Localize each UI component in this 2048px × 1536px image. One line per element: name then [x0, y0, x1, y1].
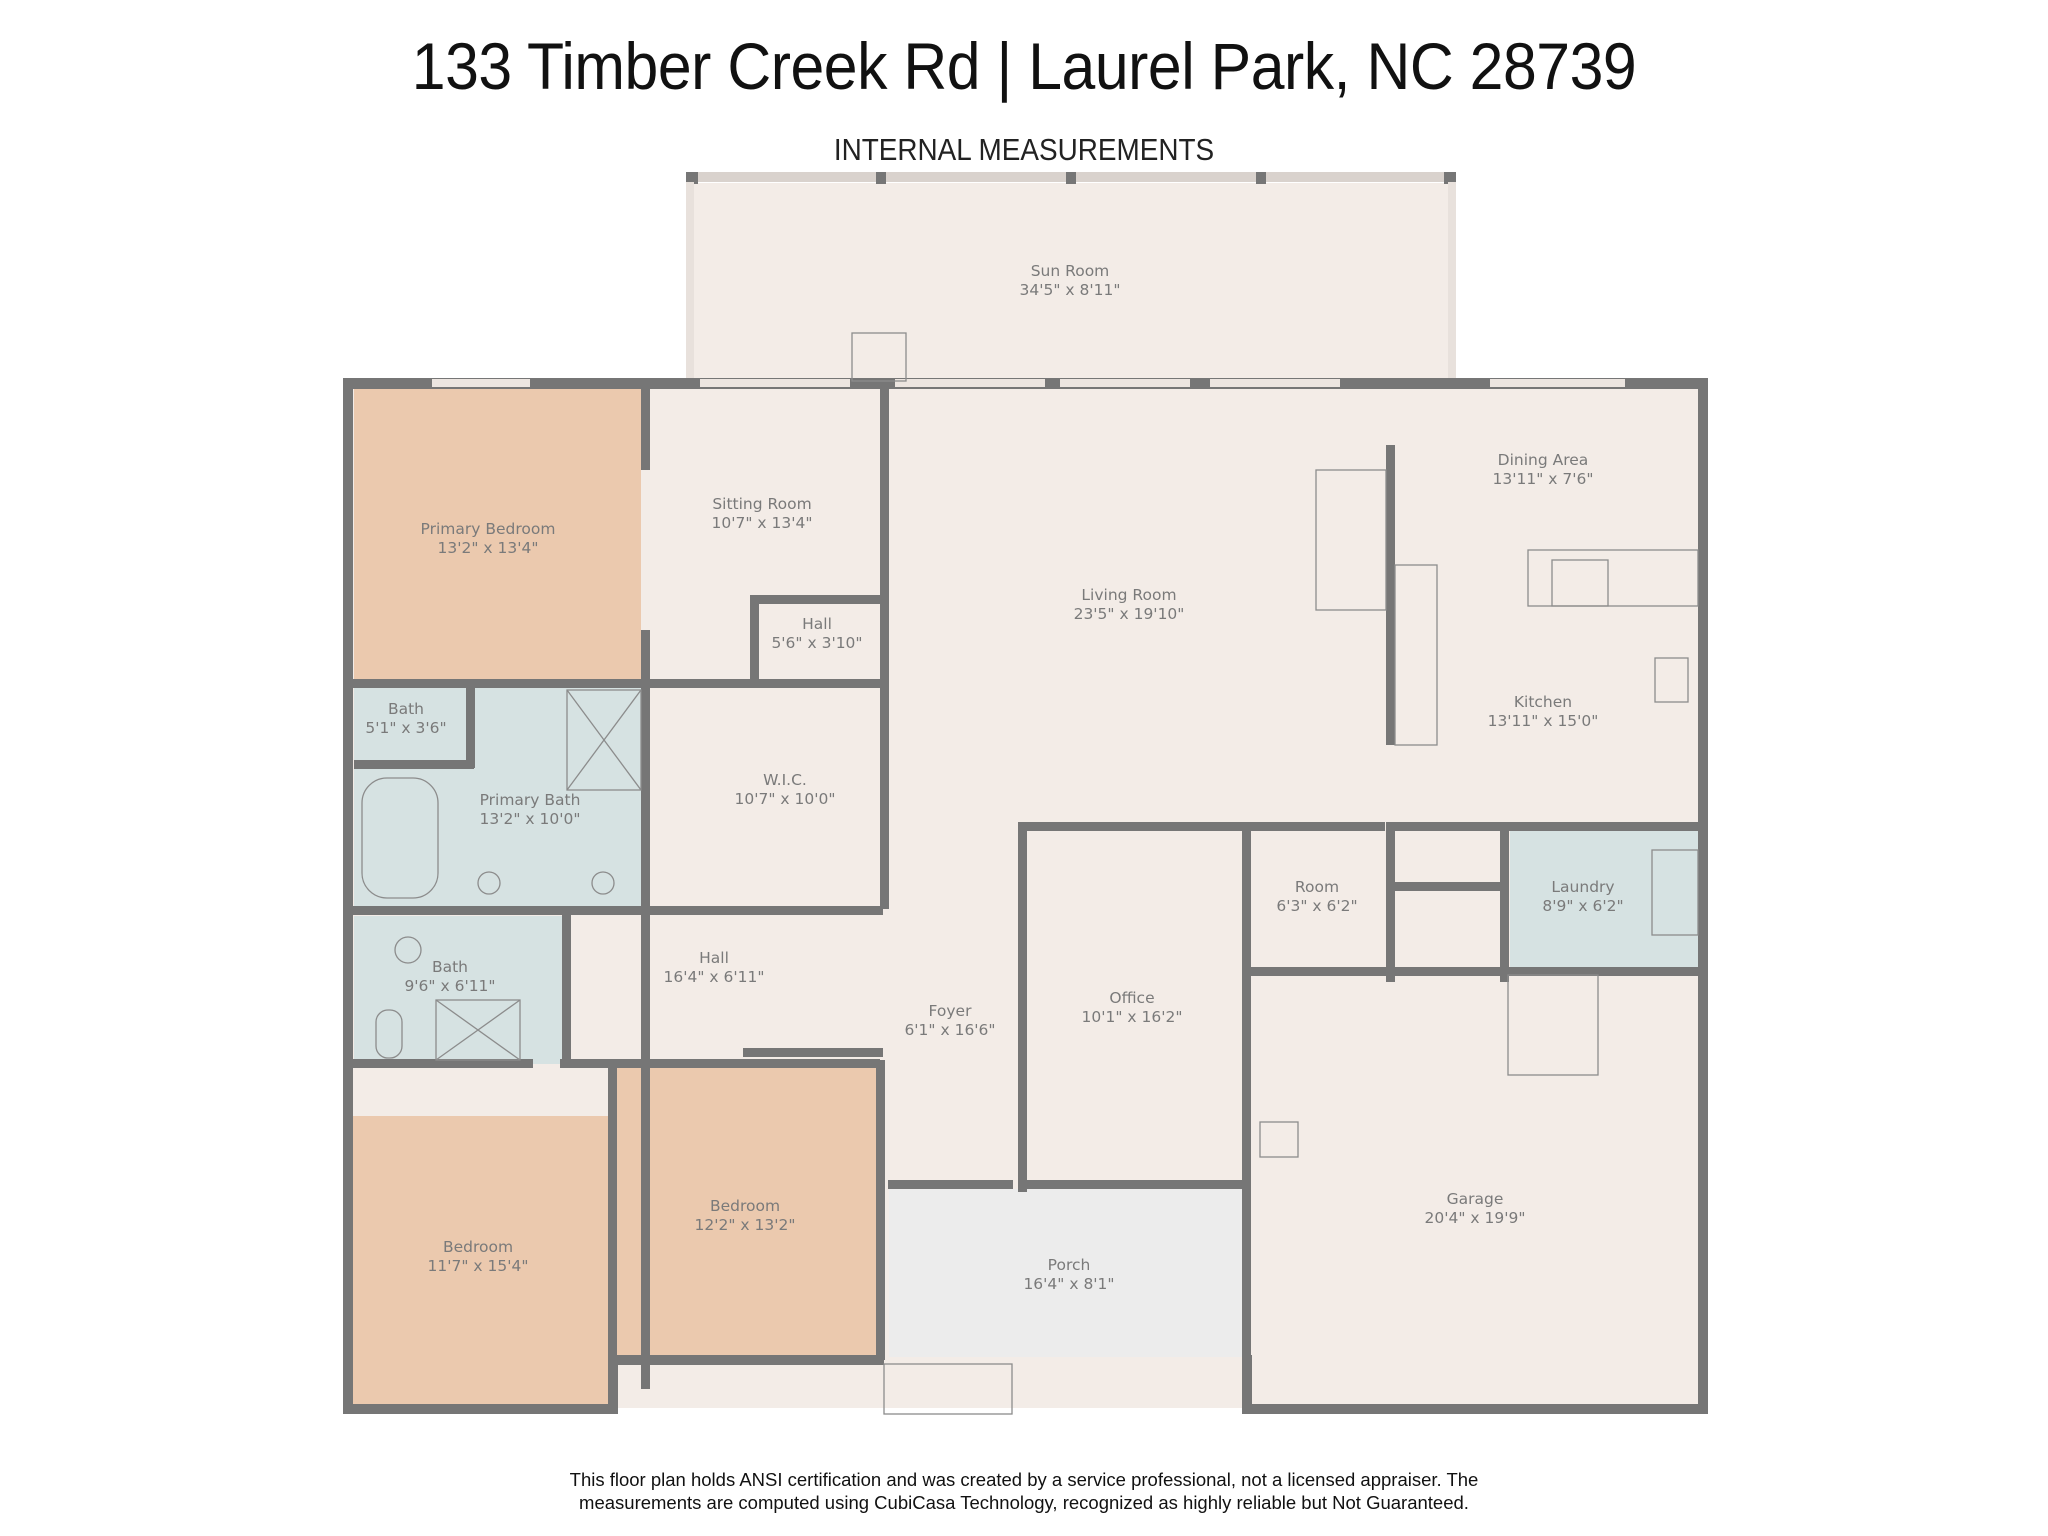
- label-laundry: Laundry: [1551, 878, 1614, 896]
- fireplace-icon: [1315, 469, 1387, 611]
- size-office: 10'1" x 16'2": [1082, 1008, 1183, 1026]
- label-dining-area: Dining Area: [1498, 451, 1589, 469]
- kitchen-counter: [1527, 549, 1699, 607]
- floor-bedroom-mid: [616, 1068, 876, 1355]
- shower-icon: [435, 999, 521, 1061]
- disclaimer-line-1: This floor plan holds ANSI certification…: [569, 1469, 1479, 1490]
- fireplace-icon: [851, 332, 907, 382]
- label-hall: Hall: [699, 949, 729, 967]
- sink-icon: [477, 871, 501, 895]
- size-primary-bedroom: 13'2" x 13'4": [438, 539, 539, 557]
- sink-icon: [394, 936, 422, 964]
- garage-sink-icon: [1259, 1121, 1299, 1158]
- size-bath-small: 5'1" x 3'6": [365, 719, 446, 737]
- size-bath: 9'6" x 6'11": [404, 977, 495, 995]
- room-labels: Sun Room 34'5" x 8'11" Primary Bedroom 1…: [365, 262, 1623, 1293]
- floor-primary-bedroom: [354, 389, 641, 679]
- laundry-machines: [1651, 849, 1699, 936]
- size-laundry: 8'9" x 6'2": [1542, 897, 1623, 915]
- floor-porch: [889, 1189, 1242, 1357]
- label-bedroom-mid: Bedroom: [710, 1197, 780, 1215]
- label-bath-small: Bath: [388, 700, 424, 718]
- size-primary-bath: 13'2" x 10'0": [480, 810, 581, 828]
- sink-icon: [591, 871, 615, 895]
- bathtub-icon: [361, 777, 439, 899]
- floor-sun-room: [694, 183, 1448, 383]
- size-kitchen: 13'11" x 15'0": [1488, 712, 1599, 730]
- fixtures: [361, 332, 1699, 1415]
- size-living-room: 23'5" x 19'10": [1074, 605, 1185, 623]
- toilet-icon: [375, 1009, 403, 1059]
- size-sun-room: 34'5" x 8'11": [1020, 281, 1121, 299]
- kitchen-island: [1394, 564, 1438, 746]
- size-wic: 10'7" x 10'0": [735, 790, 836, 808]
- walls: [343, 172, 1708, 1414]
- label-porch: Porch: [1048, 1256, 1091, 1274]
- floors: [350, 183, 1700, 1408]
- label-garage: Garage: [1447, 1190, 1504, 1208]
- shower-icon: [566, 689, 642, 791]
- size-bedroom-mid: 12'2" x 13'2": [695, 1216, 796, 1234]
- label-foyer: Foyer: [929, 1002, 973, 1020]
- floor-garage: [1258, 975, 1700, 1407]
- label-primary-bath: Primary Bath: [480, 791, 581, 809]
- label-room: Room: [1295, 878, 1339, 896]
- label-sun-room: Sun Room: [1031, 262, 1110, 280]
- garage-cabinet: [1507, 974, 1599, 1076]
- disclaimer: This floor plan holds ANSI certification…: [0, 1468, 2048, 1514]
- label-wic: W.I.C.: [763, 771, 807, 789]
- label-sitting-room: Sitting Room: [712, 495, 811, 513]
- page-subtitle: INTERNAL MEASUREMENTS: [833, 132, 1215, 167]
- size-hall: 16'4" x 6'11": [664, 968, 765, 986]
- label-hall-small: Hall: [802, 615, 832, 633]
- label-living-room: Living Room: [1081, 586, 1176, 604]
- size-room: 6'3" x 6'2": [1276, 897, 1357, 915]
- floor-bedroom-left: [353, 1116, 608, 1406]
- label-office: Office: [1109, 989, 1154, 1007]
- size-bedroom-left: 11'7" x 15'4": [428, 1257, 529, 1275]
- disclaimer-line-2: measurements are computed using CubiCasa…: [579, 1492, 1469, 1513]
- size-dining-area: 13'11" x 7'6": [1493, 470, 1594, 488]
- kitchen-sink-icon: [1654, 657, 1689, 703]
- label-bedroom-left: Bedroom: [443, 1238, 513, 1256]
- label-kitchen: Kitchen: [1514, 693, 1572, 711]
- porch-steps: [883, 1363, 1013, 1415]
- floor-bath: [354, 916, 562, 1064]
- size-hall-small: 5'6" x 3'10": [771, 634, 862, 652]
- size-foyer: 6'1" x 16'6": [904, 1021, 995, 1039]
- page-title: 133 Timber Creek Rd | Laurel Park, NC 28…: [411, 29, 1637, 103]
- size-garage: 20'4" x 19'9": [1425, 1209, 1526, 1227]
- label-bath: Bath: [432, 958, 468, 976]
- size-porch: 16'4" x 8'1": [1023, 1275, 1114, 1293]
- label-primary-bedroom: Primary Bedroom: [421, 520, 556, 538]
- size-sitting-room: 10'7" x 13'4": [712, 514, 813, 532]
